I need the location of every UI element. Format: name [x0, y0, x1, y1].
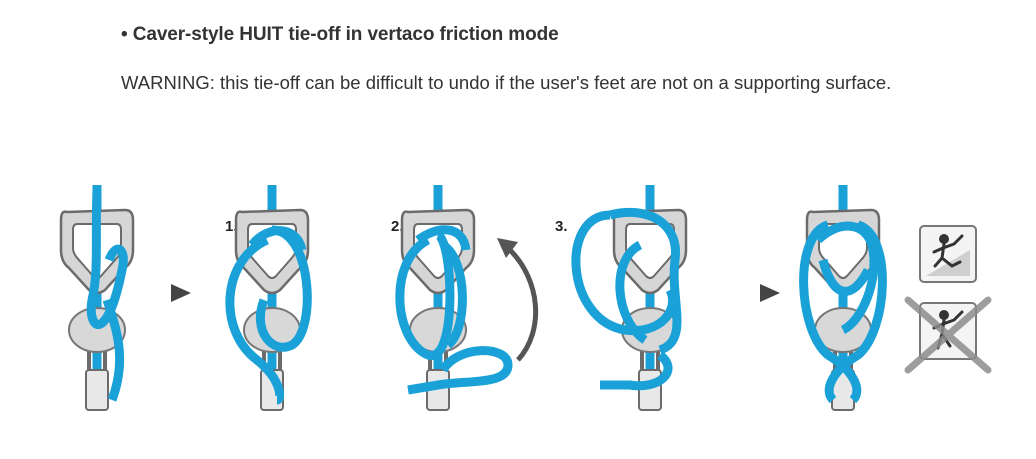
diagram-final: [799, 185, 887, 412]
step-number-3: 3.: [555, 218, 568, 235]
play-arrow-icon: [760, 284, 780, 302]
curved-arrow-icon: [497, 238, 539, 362]
diagram-step-2: [395, 185, 513, 412]
section-heading: • Caver-style HUIT tie-off in vertaco fr…: [121, 24, 559, 45]
diagram-step-1: [225, 185, 312, 412]
step-number-2: 2.: [391, 218, 404, 235]
diagram-initial: [59, 185, 135, 412]
step-number-1: 1.: [225, 218, 238, 235]
warning-text: WARNING: this tie-off can be difficult t…: [121, 72, 892, 93]
diagram-step-3: [571, 185, 688, 412]
feet-unsupported-crossed-icon: [904, 296, 992, 374]
feet-supported-icon: [919, 225, 977, 283]
play-arrow-icon: [171, 284, 191, 302]
